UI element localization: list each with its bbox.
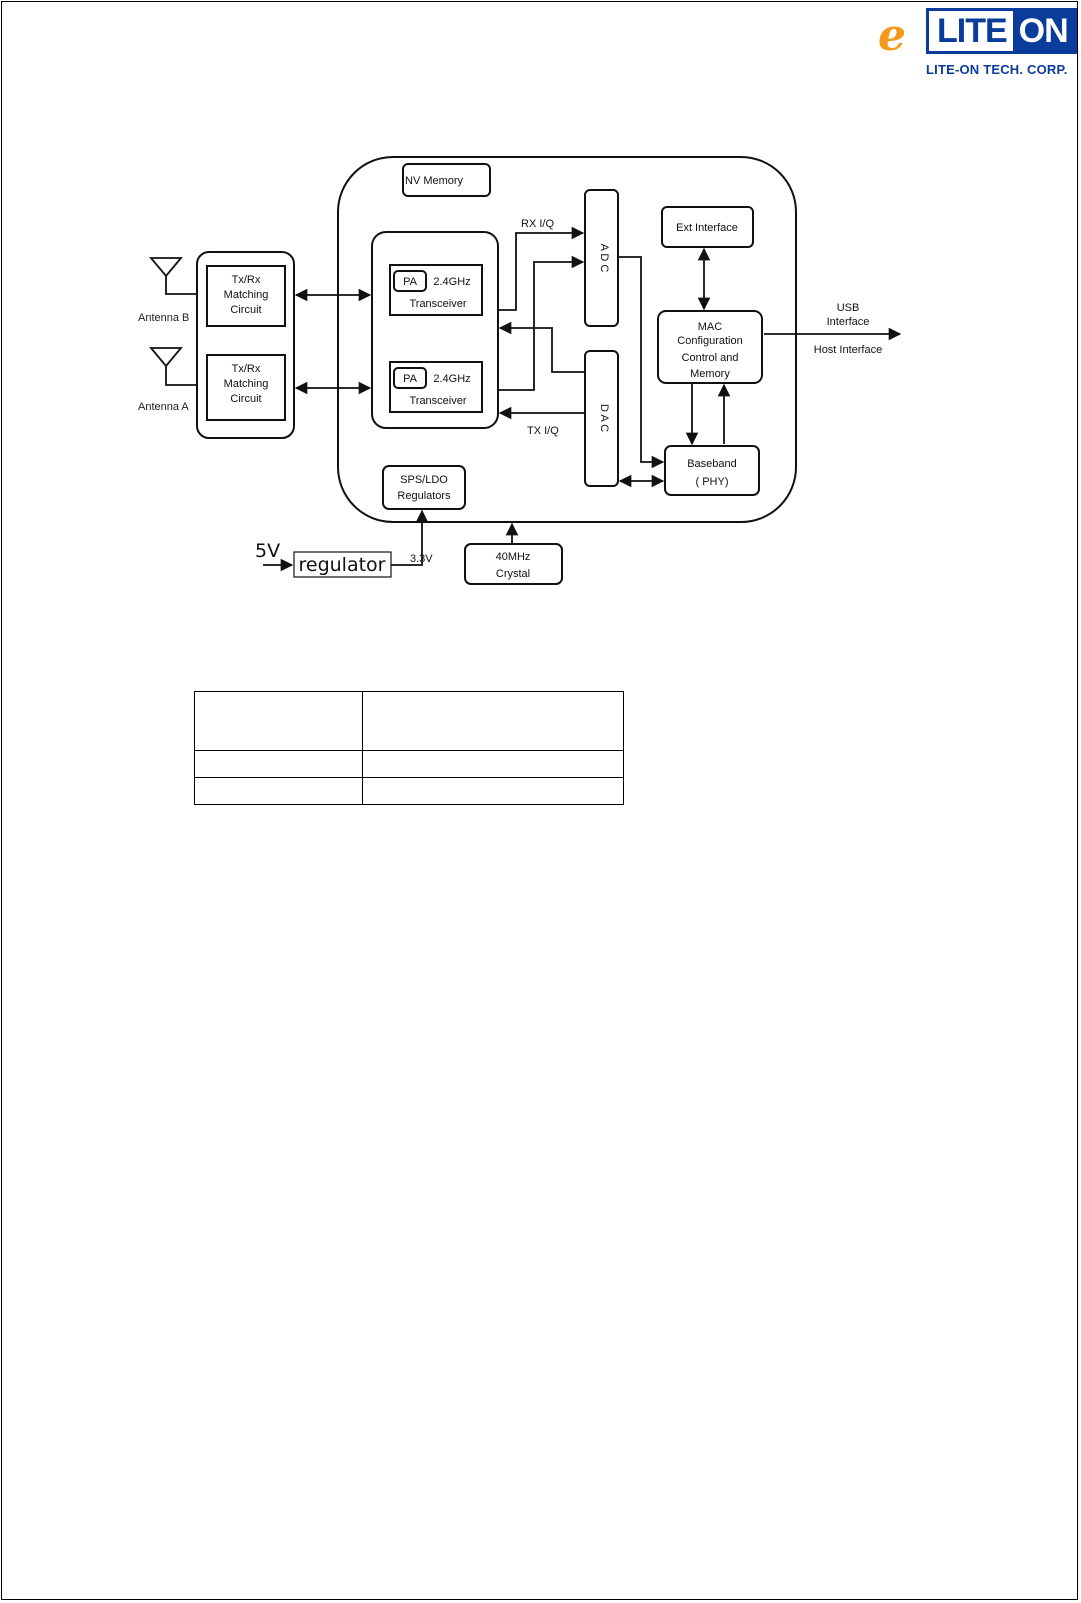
ext-interface-label: Ext Interface <box>676 222 738 234</box>
mac-line2: Configuration <box>677 335 742 347</box>
rx-iq-label: RX I/Q <box>521 218 554 230</box>
input-voltage-label: 5V <box>255 540 280 562</box>
antenna-b-label: Antenna B <box>138 312 189 324</box>
pa-a-label: PA <box>403 373 418 385</box>
transceiver-a-block <box>389 361 483 413</box>
matching-b-line3: Circuit <box>230 304 261 316</box>
table-row <box>194 777 624 805</box>
sps-ldo-block <box>382 465 466 510</box>
usb-line2: Interface <box>827 316 870 328</box>
antenna-b-icon <box>149 257 197 295</box>
mac-block <box>657 310 763 384</box>
nv-memory-block <box>402 163 491 197</box>
transceiver-group <box>371 231 499 429</box>
transceiver-a-label: Transceiver <box>409 395 466 407</box>
block-diagram: NV Memory RX I/Q TX I/Q A D C D A C Ext … <box>138 156 902 585</box>
matching-b-line1: Tx/Rx <box>232 274 261 286</box>
transceiver-b-label: Transceiver <box>409 298 466 310</box>
pa-b-block <box>393 270 427 292</box>
adc-label: A D C <box>598 244 610 273</box>
crystal-line1: 40MHz <box>496 551 531 563</box>
logo-corp-text: LITE-ON TECH. CORP. <box>926 62 1068 77</box>
mac-line1: MAC <box>698 321 723 333</box>
table-cell <box>194 691 363 751</box>
spec-table <box>194 691 624 805</box>
liteon-logo: e LITE ON LITE-ON TECH. CORP. <box>878 6 1078 77</box>
host-interface-label: Host Interface <box>814 344 882 356</box>
transceiver-a-freq: 2.4GHz <box>433 373 470 385</box>
pa-a-block <box>393 367 427 389</box>
dac-block <box>584 350 619 487</box>
table-row <box>194 750 624 778</box>
mac-line4: Memory <box>690 368 730 380</box>
sps-ldo-line1: SPS/LDO <box>400 474 448 486</box>
matching-b-block <box>206 265 286 327</box>
logo-on-text: ON <box>1012 11 1074 51</box>
table-cell <box>362 777 624 805</box>
matching-group <box>196 251 295 439</box>
logo-lite-text: LITE <box>929 11 1013 51</box>
dac-label: D A C <box>598 404 610 432</box>
usb-line1: USB <box>837 302 860 314</box>
matching-b-line2: Matching <box>224 289 269 301</box>
antenna-a-label: Antenna A <box>138 401 189 413</box>
nv-memory-label: NV Memory <box>405 175 464 187</box>
baseband-line1: Baseband <box>687 458 737 470</box>
logo-e-mark: e <box>878 10 906 61</box>
transceiver-b-freq: 2.4GHz <box>433 276 470 288</box>
mac-line3: Control and <box>682 352 739 364</box>
tx-iq-label: TX I/Q <box>527 425 559 437</box>
matching-a-line3: Circuit <box>230 393 261 405</box>
matching-a-line1: Tx/Rx <box>232 363 261 375</box>
output-voltage-label: 3.3V <box>410 553 433 565</box>
table-cell <box>194 777 363 805</box>
matching-a-line2: Matching <box>224 378 269 390</box>
baseband-block <box>664 445 760 496</box>
logo-box: LITE ON <box>926 8 1077 54</box>
table-row <box>194 691 624 751</box>
baseband-line2: ( PHY) <box>696 476 729 488</box>
regulator-label: regulator <box>299 554 386 576</box>
chip-outline <box>337 156 797 523</box>
ext-interface-block <box>661 206 754 248</box>
table-cell <box>362 691 624 751</box>
sps-ldo-line2: Regulators <box>397 490 451 502</box>
table-cell <box>194 750 363 778</box>
matching-a-block <box>206 354 286 421</box>
transceiver-b-block <box>389 264 483 316</box>
crystal-line2: Crystal <box>496 568 530 580</box>
table-cell <box>362 750 624 778</box>
antenna-a-icon <box>149 347 197 386</box>
pa-b-label: PA <box>403 276 418 288</box>
crystal-block <box>464 543 563 585</box>
adc-block <box>584 189 619 327</box>
